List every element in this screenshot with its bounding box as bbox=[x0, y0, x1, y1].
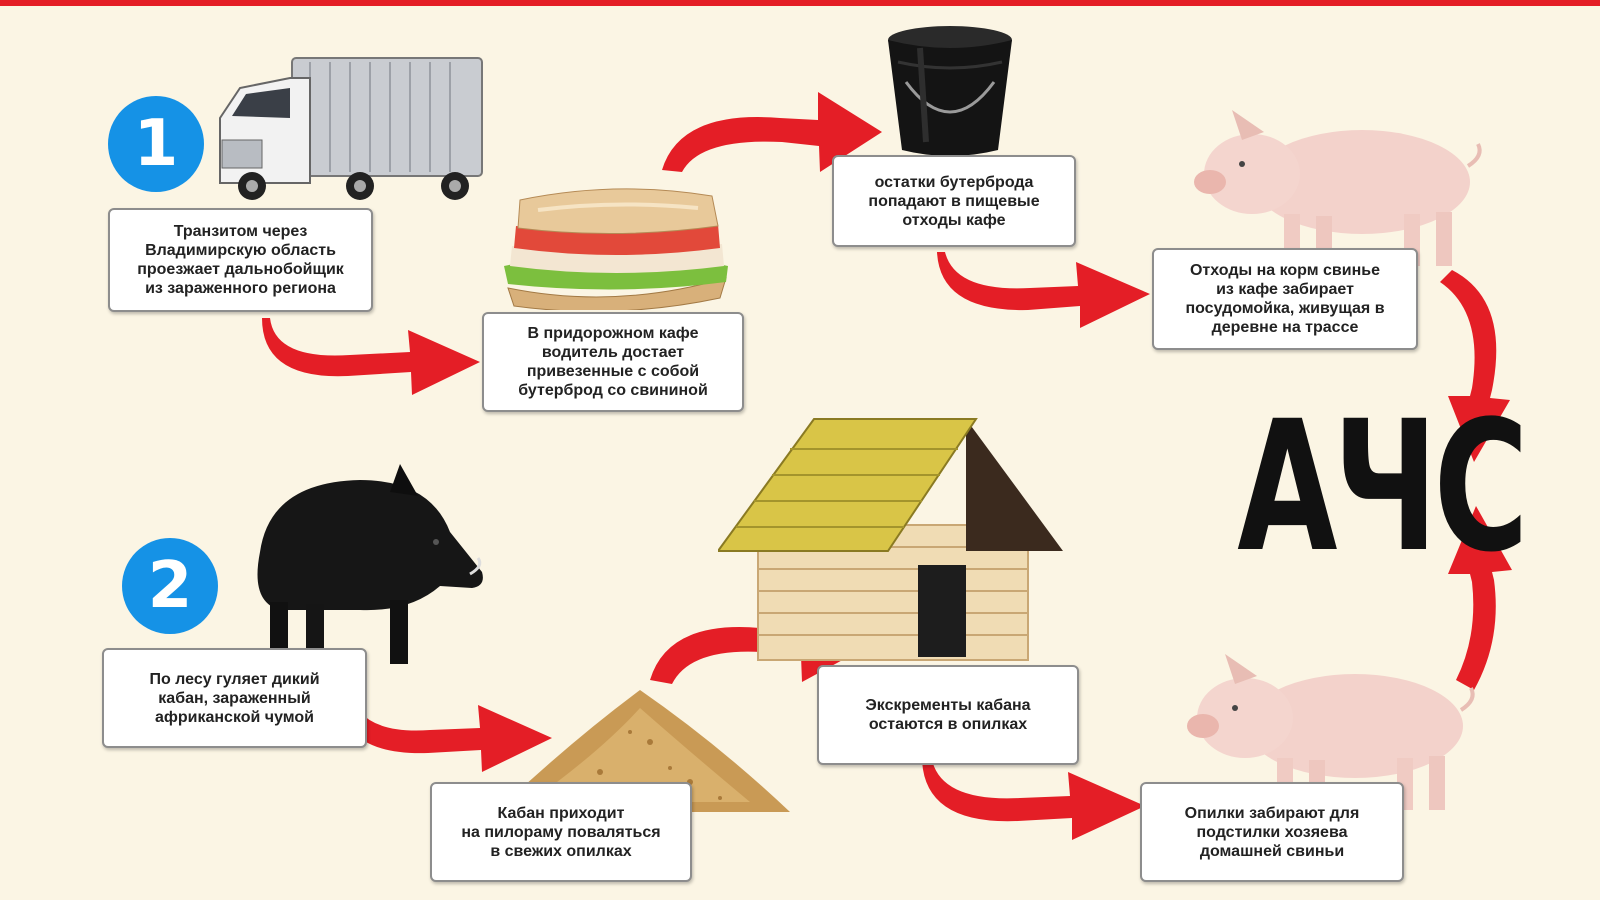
house-icon bbox=[718, 418, 1063, 661]
boar-icon bbox=[257, 464, 483, 664]
bucket-icon bbox=[888, 26, 1012, 156]
arrow-icon bbox=[339, 690, 552, 772]
route-2-badge: 2 bbox=[122, 538, 218, 634]
pig-icon bbox=[1187, 654, 1475, 810]
sandwich-icon bbox=[504, 188, 728, 310]
step-8-box: Опилки забирают для подстилки хозяева до… bbox=[1140, 782, 1404, 882]
step-1-box: Транзитом через Владимирскую область про… bbox=[108, 208, 373, 312]
asf-title: АЧС bbox=[1237, 383, 1529, 592]
truck-icon bbox=[219, 57, 483, 200]
route-1-badge: 1 bbox=[108, 96, 204, 192]
arrow-icon bbox=[922, 760, 1145, 840]
top-bar bbox=[0, 0, 1600, 6]
step-4-box: Отходы на корм свинье из кафе забирает п… bbox=[1152, 248, 1418, 350]
step-5-box: По лесу гуляет дикий кабан, зараженный а… bbox=[102, 648, 367, 748]
step-7-box: Экскременты кабана остаются в опилках bbox=[817, 665, 1079, 765]
arrow-icon bbox=[937, 252, 1150, 328]
arrow-icon bbox=[1440, 270, 1510, 462]
step-6-box: Кабан приходит на пилораму поваляться в … bbox=[430, 782, 692, 882]
arrow-icon bbox=[1448, 506, 1512, 690]
pig-icon bbox=[1194, 110, 1482, 266]
arrow-icon bbox=[262, 318, 480, 395]
step-2-box: В придорожном кафе водитель достает прив… bbox=[482, 312, 744, 412]
arrow-icon bbox=[662, 92, 882, 172]
step-3-box: остатки бутерброда попадают в пищевые от… bbox=[832, 155, 1076, 247]
